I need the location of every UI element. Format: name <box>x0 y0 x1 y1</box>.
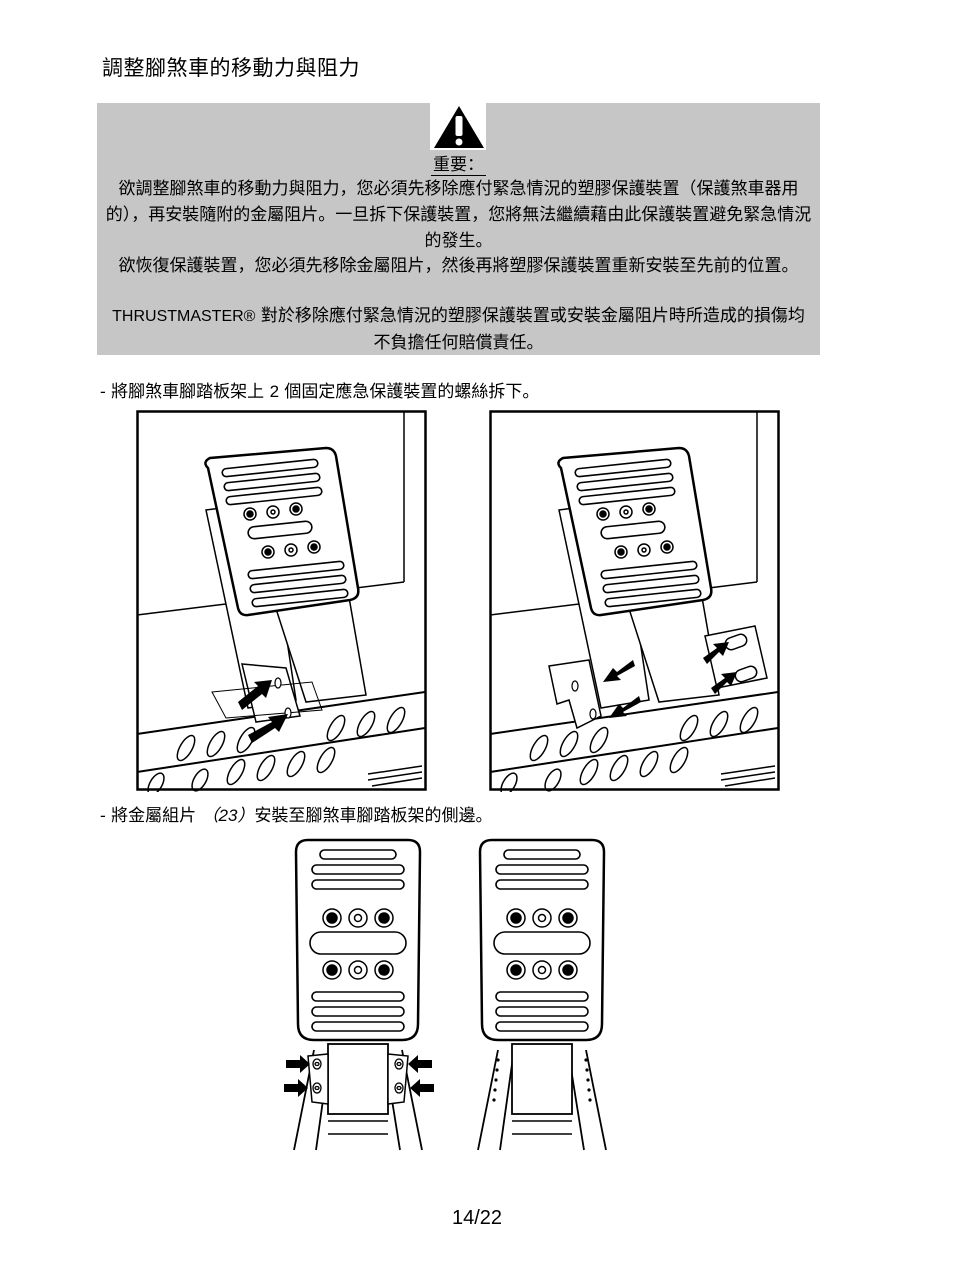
warning-paragraph-1: 欲調整腳煞車的移動力與阻力，您必須先移除應付緊急情況的塑膠保護裝置（保護煞車器用… <box>105 179 812 251</box>
page-number: 14/22 <box>451 1207 503 1229</box>
pedal-guard-removed-figure <box>489 410 780 792</box>
metal-plate-installed-figure <box>284 838 434 1151</box>
step-2-text: - 將金屬組片 （23）安裝至腳煞車腳踏板架的側邊。 <box>100 806 493 826</box>
step-1-text: - 將腳煞車腳踏板架上 2 個固定應急保護裝置的螺絲拆下。 <box>100 382 540 402</box>
brand-name: THRUSTMASTER® <box>112 308 256 325</box>
page-title: 調整腳煞車的移動力與阻力 <box>102 56 360 80</box>
pedal-guard-removal-figure <box>136 410 427 792</box>
warning-paragraph-2: 欲恢復保護裝置，您必須先移除金屬阻片，然後再將塑膠保護裝置重新安裝至先前的位置。 <box>118 256 799 276</box>
plastic-guard-front-figure <box>477 838 607 1151</box>
warning-triangle-icon <box>434 106 484 148</box>
warning-box: 重要： 欲調整腳煞車的移動力與阻力，您必須先移除應付緊急情況的塑膠保護裝置（保護… <box>97 103 820 355</box>
important-label: 重要： <box>431 155 486 176</box>
warning-paragraph-3: THRUSTMASTER® 對於移除應付緊急情況的塑膠保護裝置或安裝金屬阻片時所… <box>112 306 805 353</box>
